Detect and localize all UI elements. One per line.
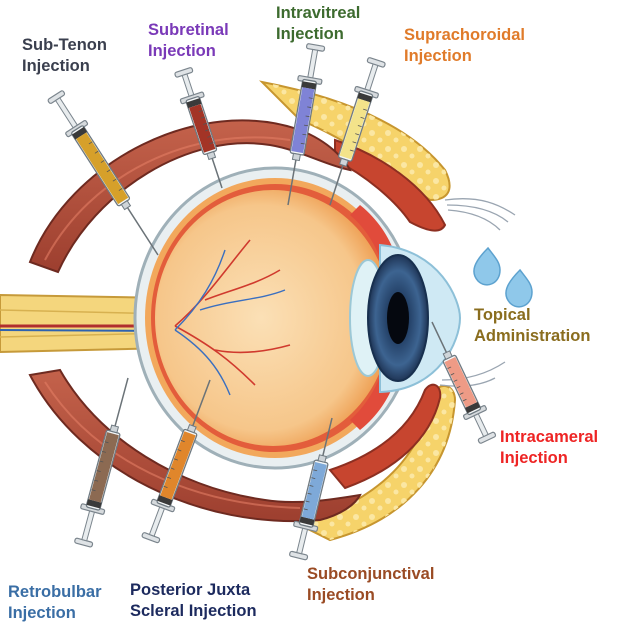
eye-drops: [473, 246, 533, 308]
label-intracameral-line2: Injection: [500, 449, 568, 467]
lower-eyelid-fat: [297, 383, 457, 542]
syringe-sub-tenon: [47, 90, 159, 256]
label-subconjunctival-line1: Subconjunctival: [307, 565, 435, 583]
label-intravitreal-line2: Injection: [276, 25, 344, 43]
syringe-subretinal: [174, 67, 223, 189]
syringe-suprachoroidal: [329, 57, 386, 206]
label-subretinal-injection: Subretinal Injection: [148, 20, 229, 62]
label-retrobulbar-injection: Retrobulbar Injection: [8, 582, 102, 624]
label-sub-tenon-injection: Sub-Tenon Injection: [22, 35, 107, 77]
eyelashes: [439, 198, 516, 387]
label-subretinal-line1: Subretinal: [148, 21, 229, 39]
label-subconjunctival-injection: Subconjunctival Injection: [307, 564, 434, 606]
label-suprachoroidal-line2: Injection: [404, 47, 472, 65]
label-suprachoroidal-injection: Suprachoroidal Injection: [404, 25, 525, 67]
syringe-subconjunctival: [289, 417, 333, 561]
label-subretinal-line2: Injection: [148, 42, 216, 60]
syringes: [47, 43, 497, 561]
label-intravitreal-injection: Intravitreal Injection: [276, 3, 360, 45]
syringe-intracameral: [431, 321, 497, 444]
superior-muscle: [28, 119, 352, 274]
label-posterior-juxta-line2: Scleral Injection: [130, 602, 257, 620]
label-topical-line2: Administration: [474, 327, 591, 345]
syringe-retrobulbar: [74, 377, 129, 548]
syringe-intravitreal: [287, 43, 326, 206]
label-topical-line1: Topical: [474, 306, 531, 324]
label-topical-administration: Topical Administration: [474, 305, 590, 347]
label-posterior-juxta-line1: Posterior Juxta: [130, 581, 251, 599]
label-sub-tenon-line1: Sub-Tenon: [22, 36, 107, 54]
cornea-iris: [367, 243, 462, 394]
label-subconjunctival-line2: Injection: [307, 586, 375, 604]
inferior-muscle: [28, 368, 362, 522]
eyeball: [133, 166, 417, 470]
label-sub-tenon-line2: Injection: [22, 57, 90, 75]
label-suprachoroidal-line1: Suprachoroidal: [404, 26, 526, 44]
label-retrobulbar-line1: Retrobulbar: [8, 583, 102, 601]
label-posterior-juxta-scleral-injection: Posterior Juxta Scleral Injection: [130, 580, 257, 622]
label-intravitreal-line1: Intravitreal: [276, 4, 361, 22]
label-retrobulbar-line2: Injection: [8, 604, 76, 622]
syringe-posterior-juxta: [141, 379, 211, 544]
label-intracameral-injection: Intracameral Injection: [500, 427, 598, 469]
label-intracameral-line1: Intracameral: [500, 428, 599, 446]
